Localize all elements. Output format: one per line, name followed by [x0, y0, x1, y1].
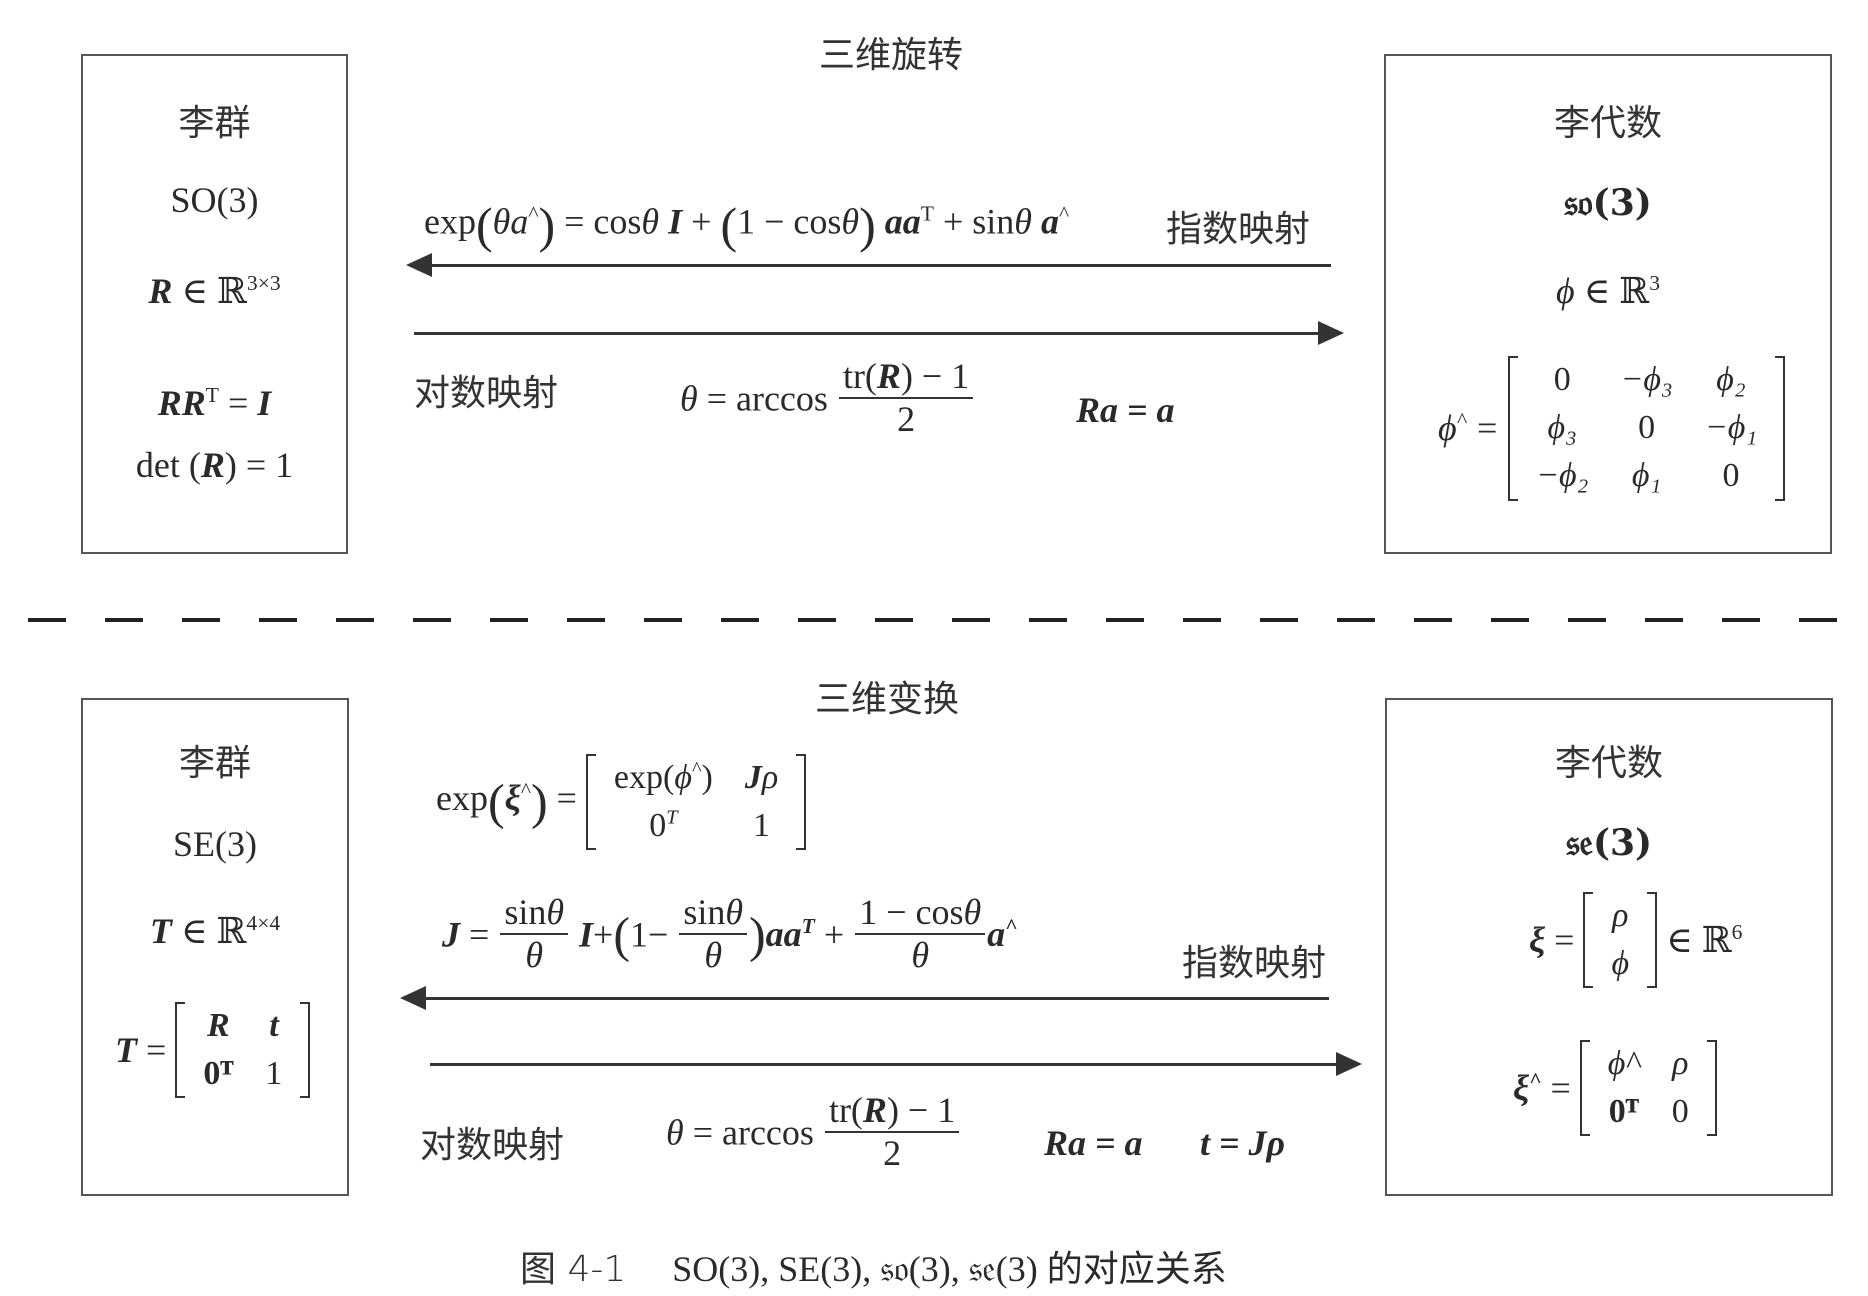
matrix-cell: ρ [1672, 1045, 1689, 1082]
exp-map-label: 指数映射 [1166, 209, 1311, 250]
rotation-title: 三维旋转 [818, 35, 963, 76]
log-map-label: 对数映射 [420, 1125, 565, 1166]
section-divider [28, 618, 1858, 622]
orthogonality-constraint: RRT = I [157, 383, 272, 423]
matrix-cell: 0 [1722, 457, 1740, 495]
figure-caption: 图 4-1 SO(3), SE(3), 𝔰𝔬(3), 𝔰𝔢(3) 的对应关系 [520, 1240, 1227, 1292]
so3-membership: R ∈ ℝ3×3 [148, 271, 281, 311]
xi-hat-matrix: ϕ^ ρ 0ᵀ 0 [1579, 1040, 1717, 1137]
matrix-cell: ϕ₃ [1547, 409, 1577, 447]
so3-algebra-name: 𝔰𝔬(3) [1564, 182, 1652, 224]
matrix-cell: −ϕ₂ [1536, 457, 1589, 495]
se3-name: SE(3) [173, 824, 257, 864]
matrix-cell: 0ᵀ [203, 1055, 234, 1093]
xi-vector-equation: ξ = ρ ϕ ∈ ℝ6 [1529, 892, 1742, 989]
lie-algebra-heading: 李代数 [1553, 103, 1662, 144]
determinant-constraint: det (R) = 1 [135, 445, 294, 485]
lie-algebra-heading: 李代数 [1554, 743, 1663, 784]
log-map-arrow [430, 1052, 1362, 1076]
caption-prefix: 图 4-1 [520, 1249, 627, 1290]
so3-exp-formula: exp(θa^) = cosθ I + (1 − cosθ) aaT + sin… [424, 197, 1070, 253]
rotation-axis-equation: Ra = a [1044, 1123, 1143, 1163]
log-map-arrow [414, 321, 1344, 345]
fraction-denominator: 2 [897, 399, 916, 440]
matrix-cell: −ϕ₁ [1704, 409, 1758, 447]
vector-cell: ρ [1612, 897, 1629, 934]
exp-map-arrow [400, 986, 1329, 1010]
matrix-cell: 0 [1671, 1093, 1689, 1131]
so3-lie-group-box: 李群 SO(3) R ∈ ℝ3×3 RRT = I det (R) = 1 [81, 54, 348, 554]
se3-algebra-name: 𝔰𝔢(3) [1565, 822, 1653, 864]
matrix-cell: 1 [265, 1055, 283, 1093]
caption-body: SO(3), SE(3), 𝔰𝔬(3), 𝔰𝔢(3) 的对应关系 [672, 1249, 1227, 1289]
lie-group-heading: 李群 [178, 743, 251, 784]
matrix-cell: 0 [1553, 361, 1571, 398]
matrix-cell: ϕ₁ [1631, 457, 1662, 495]
lie-group-heading: 李群 [178, 103, 251, 144]
se3-membership: T ∈ ℝ4×4 [149, 911, 281, 951]
matrix-cell: ϕ^ [1607, 1045, 1640, 1082]
exp-map-arrow [406, 253, 1331, 277]
vector-cell: ϕ [1611, 945, 1630, 983]
xi-vector: ρ ϕ [1583, 892, 1657, 989]
matrix-cell: t [269, 1007, 279, 1044]
matrix-cell: −ϕ₃ [1620, 361, 1673, 398]
so3-name: SO(3) [170, 180, 259, 220]
matrix-cell: 0ᵀ [1608, 1093, 1639, 1131]
log-map-label: 对数映射 [414, 373, 559, 414]
skew-symmetric-matrix: 0 −ϕ₃ ϕ₂ ϕ₃ 0 −ϕ₁ −ϕ₂ ϕ₁ 0 [1508, 356, 1786, 501]
rotation-axis-equation: Ra = a [1076, 390, 1175, 430]
transform-title: 三维变换 [814, 679, 959, 720]
exp-map-label: 指数映射 [1182, 943, 1327, 984]
matrix-cell: 0 [1638, 409, 1656, 447]
matrix-cell: ϕ₂ [1716, 361, 1746, 398]
phi-membership: ϕ ∈ ℝ3 [1555, 271, 1660, 311]
fraction-denominator: 2 [883, 1133, 902, 1174]
translation-equation: t = Jρ [1200, 1123, 1286, 1163]
matrix-cell: R [207, 1007, 230, 1044]
